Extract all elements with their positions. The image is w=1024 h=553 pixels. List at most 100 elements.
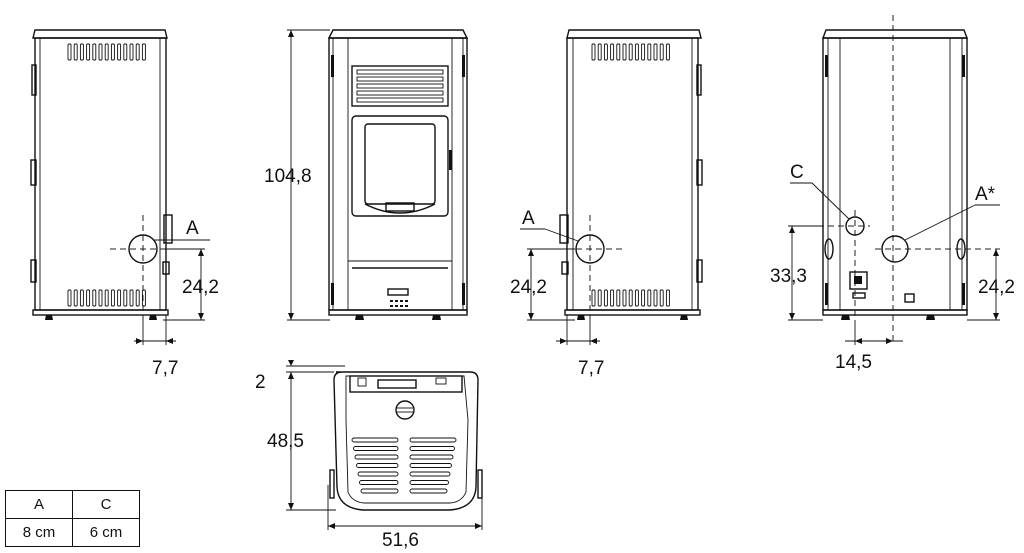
grille-bar (356, 83, 444, 89)
right-side-view: A 24,2 7,7 (510, 29, 703, 379)
vent-slot (129, 289, 134, 307)
vent-slot (597, 289, 602, 307)
dim-offset-a-right: 7,7 (578, 358, 604, 379)
vent-slot (110, 43, 115, 61)
vent-slot (653, 43, 658, 61)
grille-bar (356, 97, 444, 103)
vent-slot (92, 43, 97, 61)
vent-slot (610, 289, 615, 307)
vent-slot (117, 289, 122, 307)
table-value-c: 6 cm (72, 518, 140, 547)
grille-slot (409, 454, 454, 460)
grille-slot (409, 488, 448, 494)
table-header-a: A (5, 490, 73, 519)
vent-slot (79, 289, 84, 307)
vent-slot (73, 289, 78, 307)
rear-view: C A* 33,3 24,2 14,5 (770, 15, 1015, 373)
vent-slot (141, 289, 146, 307)
vent-slot (104, 43, 109, 61)
vent-slot (123, 43, 128, 61)
front-view: 104,8 (264, 29, 469, 321)
vent-slot (659, 43, 664, 61)
table-value-a: 8 cm (5, 518, 73, 547)
vent-slot (67, 43, 72, 61)
vent-slot (610, 43, 615, 61)
vent-slot (86, 289, 91, 307)
grille-bar (356, 69, 444, 75)
vent-slot (591, 289, 596, 307)
dim-height-a-left: 24,2 (182, 277, 219, 298)
vent-slot (603, 43, 608, 61)
vent-slot (129, 43, 134, 61)
vent-slot (603, 289, 608, 307)
vent-slots-bottom (591, 289, 670, 307)
vent-slot (622, 289, 627, 307)
grille-slot (409, 463, 452, 468)
grille-slot (353, 446, 399, 451)
vent-slot (641, 289, 646, 307)
grille-slot (357, 471, 399, 477)
vent-slot (659, 289, 664, 307)
dim-offset-a-left: 7,7 (152, 358, 178, 379)
dim-depth: 48,5 (267, 431, 304, 452)
grille-slot (409, 437, 457, 443)
dim-width: 51,6 (382, 530, 419, 551)
grille-bar (356, 90, 444, 96)
vent-slot (135, 289, 140, 307)
grille-bar (356, 76, 444, 82)
outlet-diameter-table: A C 8 cm 6 cm (5, 490, 140, 547)
dim-height-a-rear: 24,2 (978, 277, 1015, 298)
grille-slot (356, 463, 399, 468)
grille-slot (409, 480, 449, 485)
label-a-right: A (522, 208, 535, 229)
vent-slot (665, 43, 670, 61)
vent-slot (647, 289, 652, 307)
vent-slot (123, 289, 128, 307)
left-side-view: A 24,2 7,7 (30, 29, 219, 379)
vent-slot (73, 43, 78, 61)
dim-offset-rear: 14,5 (835, 352, 872, 373)
vent-slots-bottom (67, 289, 146, 307)
dim-top-offset: 2 (255, 372, 266, 393)
vent-slot (653, 289, 658, 307)
vent-slot (647, 43, 652, 61)
vent-slot (628, 43, 633, 61)
vent-slot (110, 289, 115, 307)
front-grille (356, 69, 444, 103)
vent-slot (117, 43, 122, 61)
vent-slot (665, 289, 670, 307)
top-grille (351, 437, 457, 494)
vent-slot (597, 43, 602, 61)
vent-slot (616, 289, 621, 307)
vent-slots-top (67, 43, 146, 61)
dim-height-c-rear: 33,3 (770, 266, 807, 287)
vent-slot (92, 289, 97, 307)
label-a-left: A (186, 218, 199, 239)
vent-slot (98, 289, 103, 307)
top-view: 2 48,5 51,6 (255, 360, 483, 551)
vent-slots-top (591, 43, 670, 61)
grille-slot (354, 454, 399, 460)
vent-slot (591, 43, 596, 61)
grille-slot (359, 480, 399, 485)
vent-slot (641, 43, 646, 61)
grille-slot (409, 471, 451, 477)
label-a-star-rear: A* (975, 184, 996, 205)
vent-slot (135, 43, 140, 61)
vent-slot (628, 289, 633, 307)
grille-slot (351, 437, 399, 443)
vent-slot (634, 289, 639, 307)
label-c-rear: C (790, 162, 804, 183)
vent-slot (79, 43, 84, 61)
vent-slot (104, 289, 109, 307)
grille-slot (360, 488, 399, 494)
vent-slot (86, 43, 91, 61)
dim-height-total: 104,8 (264, 166, 312, 187)
vent-slot (616, 43, 621, 61)
table-header-c: C (72, 490, 140, 519)
dim-height-a-right: 24,2 (510, 277, 547, 298)
vent-slot (67, 289, 72, 307)
vent-slot (98, 43, 103, 61)
vent-slot (141, 43, 146, 61)
